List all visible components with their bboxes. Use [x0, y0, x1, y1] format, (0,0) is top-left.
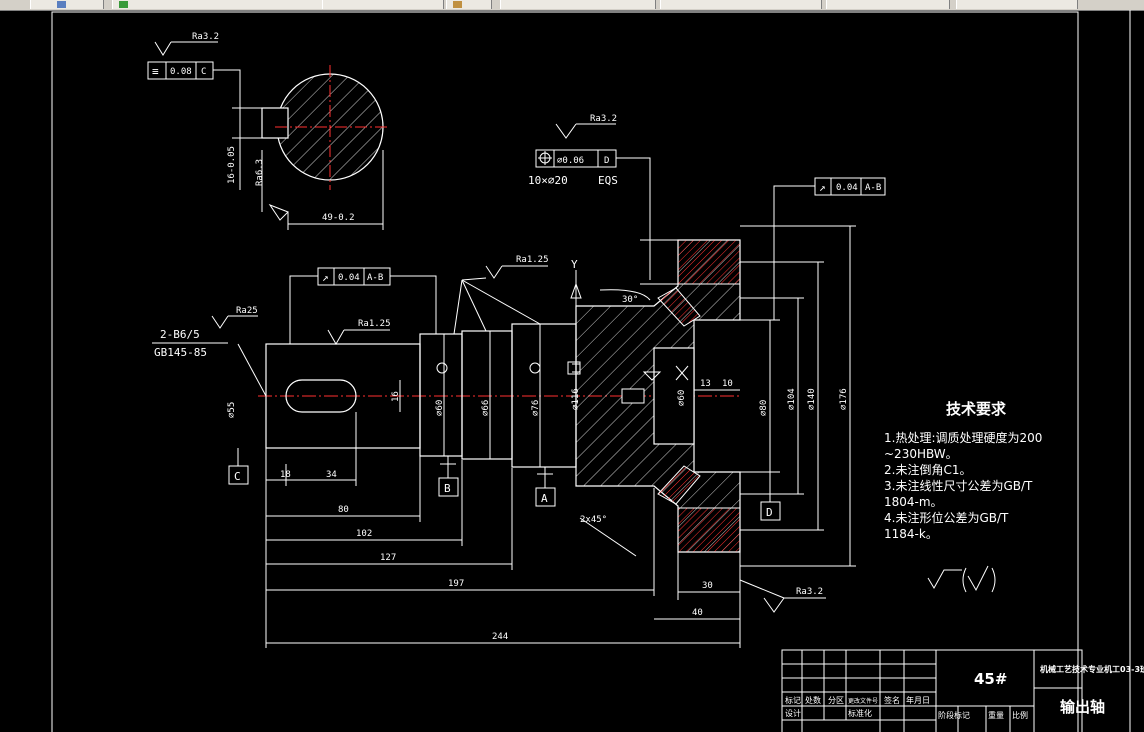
- cad-drawing-canvas[interactable]: 49-0.2 16-0.05 Ra6.3 Ra3.2 ≡ 0.08 C: [0, 10, 1144, 732]
- roughness-bracket-icon: [962, 565, 996, 593]
- datum-c: C: [234, 470, 241, 483]
- shaft-dim-197: 197: [448, 579, 464, 589]
- tech-line-7: 1184-k。: [884, 527, 938, 541]
- flange-dim-13: 13: [700, 379, 711, 389]
- toolbar-item-linetype[interactable]: [660, 0, 822, 9]
- flange-runout-datum: A-B: [865, 183, 881, 193]
- runout-top-value: 0.04: [338, 273, 360, 283]
- view-y-label: Y: [571, 258, 578, 271]
- shaft-dia-76: ⌀76: [531, 400, 541, 416]
- toolbar-item-tools[interactable]: [446, 0, 492, 9]
- shaft-chamfer: 2x45°: [580, 515, 607, 525]
- toolbar-item-plotstyle[interactable]: [956, 0, 1078, 9]
- title-h-sheji: 设计: [785, 708, 801, 718]
- title-block: [781, 649, 1083, 732]
- toolbar-item-layer[interactable]: [112, 0, 324, 9]
- tech-line-3: 2.未注倒角C1。: [884, 462, 971, 477]
- title-h-biaoji: 标记: [785, 695, 801, 705]
- key-label-2: GB145-85: [154, 346, 207, 359]
- tech-requirements: 技术要求 1.热处理:调质处理硬度为200 ~230HBW。 2.未注倒角C1。…: [884, 400, 1042, 593]
- title-h-bili: 比例: [1012, 710, 1028, 720]
- section-view: 49-0.2 16-0.05 Ra6.3 Ra3.2 ≡ 0.08 C: [147, 32, 390, 230]
- datum-d: D: [766, 506, 773, 519]
- shaft-dia-55: ⌀55: [227, 402, 237, 418]
- title-h-gengai: 更改文件号: [848, 697, 878, 705]
- key-label-1: 2-B6/5: [160, 328, 200, 341]
- title-h-biaozhun: 标准化: [848, 708, 872, 718]
- section-frame-symbol: ≡: [152, 65, 159, 78]
- cad-toolbar: [0, 0, 1144, 11]
- flange-dia-104: ⌀104: [787, 388, 797, 410]
- section-rough-side: Ra6.3: [255, 159, 265, 186]
- datum-a: A: [541, 492, 548, 505]
- flange-dia-140: ⌀140: [807, 388, 817, 410]
- shaft-angle: 30°: [622, 295, 638, 305]
- flange-dia-176: ⌀176: [839, 388, 849, 410]
- shaft-dim-127: 127: [380, 553, 396, 563]
- title-h-jieduan: 阶段标记: [938, 710, 970, 720]
- tech-line-4: 3.未注线性尺寸公差为GB/T: [884, 478, 1033, 493]
- flange-annotations: Ra3.2 ⌀0.06 D 10×⌀20 EQS ↗ 0.04 A-B: [528, 114, 886, 613]
- flange-pos-datum: D: [604, 156, 609, 166]
- flange-rough-hole: Ra3.2: [590, 114, 617, 124]
- toolbar-item-color[interactable]: [500, 0, 656, 9]
- datum-b: B: [444, 482, 451, 495]
- file-icon: [57, 1, 66, 8]
- shaft-dia-66: ⌀66: [481, 400, 491, 416]
- layer-icon: [119, 1, 128, 8]
- roughness-general-icon: [927, 569, 962, 589]
- shaft-dim-34: 34: [326, 470, 337, 480]
- flange-dia-60: ⌀60: [677, 390, 687, 406]
- flange-rough-bottom: Ra3.2: [796, 587, 823, 597]
- title-h-qianming: 签名: [884, 695, 900, 705]
- shaft-key-width: 16: [391, 391, 401, 402]
- title-h-zhongliang: 重量: [988, 710, 1004, 720]
- section-dim-height: 16-0.05: [227, 146, 237, 184]
- shaft-dim-18: 18: [280, 470, 291, 480]
- tech-line-2: ~230HBW。: [884, 447, 958, 461]
- shaft-rough-key: Ra25: [236, 306, 258, 316]
- shaft-rough-mid: Ra1.25: [358, 319, 391, 329]
- flange-runout-value: 0.04: [836, 183, 858, 193]
- drawing-border: [51, 11, 1079, 732]
- flange-dim-40: 40: [692, 608, 703, 618]
- tech-line-5: 1804-m。: [884, 495, 943, 509]
- section-frame-datum: C: [201, 67, 206, 77]
- flange-pos-value: ⌀0.06: [557, 156, 584, 166]
- flange-holes: 10×⌀20: [528, 174, 568, 187]
- shaft-rough-top: Ra1.25: [516, 255, 549, 265]
- flange-dim-30: 30: [702, 581, 713, 591]
- flange-dim-10: 10: [722, 379, 733, 389]
- shaft-view: Y 18 34 80 102 127 197 244 30 40 16 ⌀55 …: [152, 239, 741, 648]
- shaft-dim-80: 80: [338, 505, 349, 515]
- tech-heading: 技术要求: [946, 400, 1007, 418]
- title-h-date: 年月日: [906, 695, 930, 705]
- section-dim-width: 49-0.2: [322, 213, 355, 223]
- title-part-name: 输出轴: [1060, 698, 1105, 716]
- flange-holes-suffix: EQS: [598, 174, 618, 187]
- shaft-dim-244: 244: [492, 632, 508, 642]
- title-material: 45#: [974, 670, 1007, 688]
- toolbar-item-lineweight[interactable]: [826, 0, 950, 9]
- shaft-dia-60: ⌀60: [435, 400, 445, 416]
- runout-right-icon: ↗: [819, 181, 826, 194]
- section-frame-value: 0.08: [170, 67, 192, 77]
- shaft-dia-116: ⌀116: [571, 388, 581, 410]
- runout-top-icon: ↗: [322, 271, 329, 284]
- tech-line-1: 1.热处理:调质处理硬度为200: [884, 430, 1042, 445]
- title-h-chushu: 处数: [805, 695, 821, 705]
- title-school: 机械工艺技术专业机工03-3班: [1040, 664, 1144, 674]
- shaft-dim-102: 102: [356, 529, 372, 539]
- runout-top-datum: A-B: [367, 273, 383, 283]
- flange-dia-80: ⌀80: [759, 400, 769, 416]
- toolbar-item-layer-dropdown[interactable]: [322, 0, 444, 9]
- tech-line-6: 4.未注形位公差为GB/T: [884, 510, 1009, 525]
- tool-icon: [453, 1, 462, 8]
- title-h-fenqu: 分区: [828, 696, 844, 705]
- section-roughness: Ra3.2: [192, 32, 219, 42]
- toolbar-item-file[interactable]: [30, 0, 104, 9]
